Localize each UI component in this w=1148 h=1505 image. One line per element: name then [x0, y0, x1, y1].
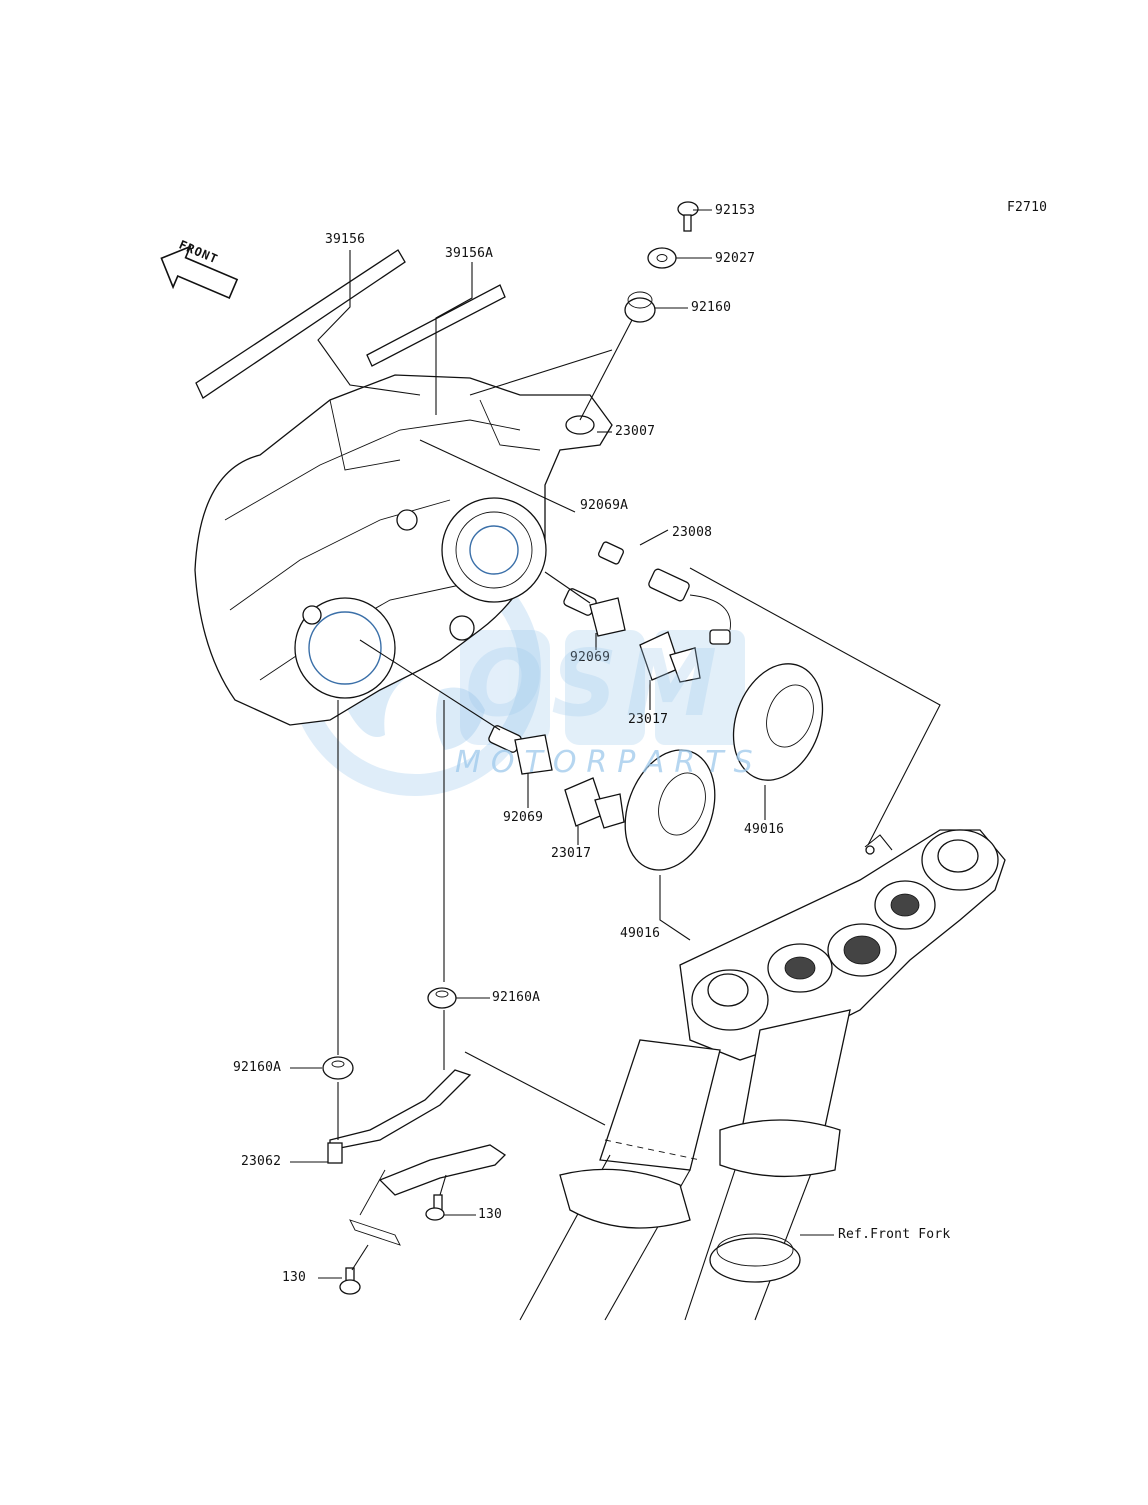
cover-49016-right: [732, 663, 824, 781]
bulb-23008: [648, 568, 731, 645]
washer-92027: [647, 247, 677, 269]
label-92069A: 92069A: [580, 498, 629, 513]
label-130-left: 130: [282, 1270, 307, 1285]
bolt-92153: [677, 201, 699, 232]
label-23007: 23007: [615, 424, 656, 439]
socket-23017-lower: [564, 777, 625, 829]
grommet-92160A-left: [322, 1056, 354, 1080]
bulb-92069-lower: [488, 725, 553, 775]
front-arrow-icon: [160, 245, 239, 299]
label-92160A-left: 92160A: [233, 1060, 282, 1075]
label-92027: 92027: [715, 251, 756, 266]
label-92153: 92153: [715, 203, 756, 218]
label-39156A: 39156A: [445, 246, 494, 261]
figure-code: F2710: [1007, 200, 1048, 215]
grommet-92160: [624, 291, 656, 323]
label-49016-right: 49016: [744, 822, 785, 837]
watermark-logo: OSM: [465, 630, 726, 737]
strip-39156: [195, 249, 406, 399]
screw-130-left: [339, 1267, 361, 1295]
ref-front-fork-note: Ref.Front Fork: [838, 1227, 951, 1242]
label-49016-left: 49016: [620, 926, 661, 941]
label-23017-upper: 23017: [628, 712, 669, 727]
cover-49016-left: [624, 749, 716, 871]
headlight-assembly-23007: [194, 374, 613, 726]
label-92160A-upper: 92160A: [492, 990, 541, 1005]
label-92160: 92160: [691, 300, 732, 315]
label-23017-lower: 23017: [551, 846, 592, 861]
label-92069-upper: 92069: [570, 650, 611, 665]
watermark-osm-letters: [460, 630, 745, 745]
bulb-92069A: [597, 541, 625, 565]
watermark-subtext: MOTORPARTS: [455, 745, 763, 780]
label-130-right: 130: [478, 1207, 503, 1222]
label-23062: 23062: [241, 1154, 282, 1169]
label-92069-lower: 92069: [503, 810, 544, 825]
label-39156: 39156: [325, 232, 366, 247]
label-23008: 23008: [672, 525, 713, 540]
socket-23017-upper: [639, 631, 701, 683]
front-fork-assembly: [519, 829, 1006, 1321]
leader-lines: [290, 209, 941, 1279]
screw-130-right: [425, 1194, 445, 1221]
bulb-92069-upper: [563, 588, 626, 637]
bracket-23062: [327, 1069, 507, 1246]
grommet-92160A-upper: [427, 987, 457, 1009]
